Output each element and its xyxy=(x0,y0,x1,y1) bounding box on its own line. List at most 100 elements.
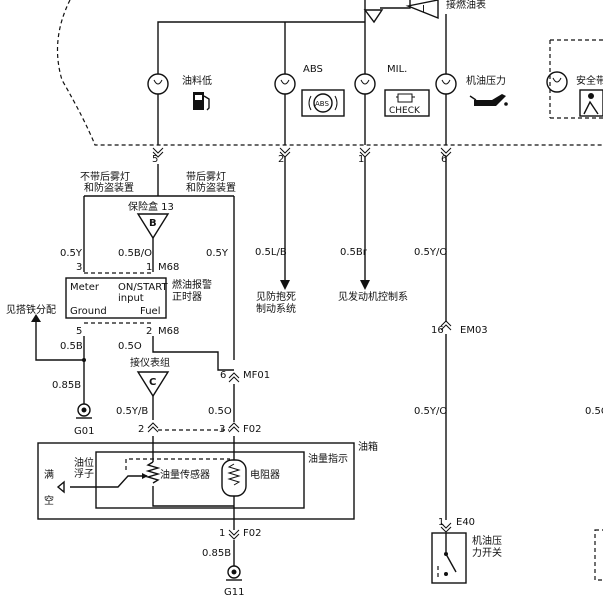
fuel-tank-box xyxy=(37,442,355,520)
fuel-gauge-arrow xyxy=(405,0,439,20)
conn-m68-top: M68 xyxy=(158,262,179,273)
fuel-pump-icon xyxy=(193,92,210,111)
wire-partial: 0.5C xyxy=(585,406,603,417)
ground-junction xyxy=(82,358,86,362)
ground-dist-wire xyxy=(35,322,84,361)
fuel-timer-2: 正时器 xyxy=(172,291,202,303)
wire-05l-b: 0.5L/B xyxy=(255,247,287,258)
wire-05y-o2: 0.5Y/O xyxy=(414,406,447,417)
timer-fuel: Fuel xyxy=(140,306,160,317)
lamp-safety xyxy=(546,71,568,93)
oil-switch-label-2: 力开关 xyxy=(472,546,502,559)
f02-chevron-right xyxy=(228,422,240,433)
fuse-b xyxy=(136,213,170,240)
wire-085b: 0.85B xyxy=(52,380,81,391)
conn-f02-bottom: F02 xyxy=(243,528,261,539)
abs-arrow xyxy=(280,280,290,290)
pin-3: 3 xyxy=(76,262,82,273)
oil-switch-box xyxy=(431,532,467,584)
pin-1c: 1 xyxy=(219,528,225,539)
to-abs-line2: 制动系统 xyxy=(256,302,296,315)
mf01-chevron xyxy=(228,372,240,383)
f02-chevron-lower xyxy=(228,529,240,540)
sensor-dashed xyxy=(125,458,230,470)
wire-05y-left: 0.5Y xyxy=(60,248,83,259)
mil-label: MIL. xyxy=(387,64,407,75)
float-label-2: 浮子 xyxy=(74,468,94,480)
pin-16: 16 xyxy=(431,325,444,336)
lamp-abs xyxy=(274,73,296,145)
empty-label: 空 xyxy=(44,494,54,507)
supply-switch xyxy=(363,9,384,24)
pin-2c: 2 xyxy=(138,424,144,435)
lamp-mil xyxy=(354,73,376,145)
ground-dist-arrow xyxy=(31,314,41,322)
switch-mark: I xyxy=(422,4,425,15)
wire-05o2: 0.5O xyxy=(208,406,232,417)
conn-chevron-5 xyxy=(152,147,164,158)
timer-ground: Ground xyxy=(70,306,107,317)
conn-em03: EM03 xyxy=(460,325,488,336)
cluster-c xyxy=(136,371,170,398)
conn-mf01: MF01 xyxy=(243,370,270,381)
float-icon xyxy=(56,480,65,494)
pin-1: 1 xyxy=(358,154,364,165)
with-fog-2: 和防盗装置 xyxy=(186,181,236,194)
pin-1b: 1 xyxy=(146,262,152,273)
to-abs-line1: 见防抱死 xyxy=(256,290,296,303)
conn-g11: G11 xyxy=(224,587,244,596)
abs-label: ABS xyxy=(303,64,323,75)
oil-can-icon xyxy=(469,94,508,106)
oil-switch-label-1: 机油压 xyxy=(472,534,502,547)
wire-05y-right: 0.5Y xyxy=(206,248,229,259)
sensor-resistor xyxy=(145,461,161,484)
fuse-box-label: 保险盒 13 xyxy=(128,200,174,213)
sensor-label: 油量传感器 xyxy=(160,468,210,481)
oil-switch-arm xyxy=(445,553,457,573)
fuel-out-wire xyxy=(152,336,234,371)
abs-icon-text: ABS xyxy=(315,100,329,108)
wire-085b2: 0.85B xyxy=(202,548,231,559)
fuse-b-label: B xyxy=(149,218,157,229)
f02-chevron-left xyxy=(147,422,159,433)
conn-g01: G01 xyxy=(74,426,94,437)
float-label-1: 油位 xyxy=(74,456,94,469)
oil-pressure-label: 机油压力 xyxy=(466,74,506,87)
fuel-timer-1: 燃油报警 xyxy=(172,278,212,291)
lamp-fuel-low xyxy=(147,73,169,145)
abs-icon: ABS xyxy=(301,89,345,117)
pin-5b: 5 xyxy=(76,326,82,337)
conn-m68-bottom: M68 xyxy=(158,326,179,337)
check-icon-text: CHECK xyxy=(389,106,421,116)
e40-chevron xyxy=(440,522,452,533)
seatbelt-icon xyxy=(579,89,603,117)
switch-link xyxy=(380,0,411,9)
wire-05br: 0.5Br xyxy=(340,247,368,258)
wire-05y-o: 0.5Y/O xyxy=(414,247,447,258)
cluster-boundary xyxy=(56,0,603,146)
float-arm xyxy=(70,475,147,488)
wire-05b-o: 0.5B/O xyxy=(118,248,152,259)
pin-2: 2 xyxy=(278,154,284,165)
fuel-indicator-box xyxy=(95,451,305,509)
wire-05o: 0.5O xyxy=(118,341,142,352)
check-engine-icon: CHECK xyxy=(384,89,430,117)
fuel-tank-label: 油箱 xyxy=(358,440,378,453)
fuel-indicator-label: 油量指示 xyxy=(308,452,348,465)
safety-label: 安全带 xyxy=(576,74,603,87)
right-partial-box xyxy=(594,529,603,581)
oil-switch-contact-b xyxy=(444,572,448,576)
ground-g11 xyxy=(226,565,242,581)
ground-g01 xyxy=(76,403,92,419)
wiper-arrow xyxy=(142,473,148,479)
fuel-timer-box xyxy=(65,277,167,319)
conn-e40: E40 xyxy=(456,517,475,528)
ground-dist-note: 见搭铁分配 xyxy=(6,303,56,316)
wire-05b: 0.5B xyxy=(60,341,83,352)
pin-1d: 1 xyxy=(438,517,444,528)
wire-05y-b: 0.5Y/B xyxy=(116,406,148,417)
resistor-zigzag xyxy=(227,463,241,486)
fuel-gauge-label: 接燃油表 xyxy=(446,0,486,11)
sensor-ground-link xyxy=(152,500,234,507)
pin-2b: 2 xyxy=(146,326,152,337)
